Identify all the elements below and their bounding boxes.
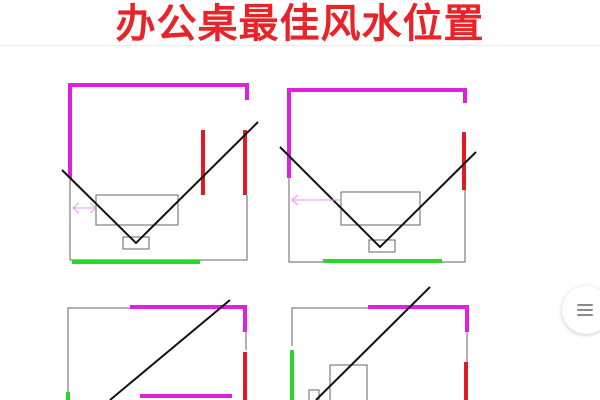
room-outline xyxy=(69,175,248,261)
menu-button[interactable] xyxy=(562,286,600,334)
chair xyxy=(368,239,396,253)
room-outline xyxy=(67,307,130,400)
menu-icon-bar xyxy=(577,309,593,311)
desk xyxy=(329,364,368,400)
title-divider xyxy=(0,45,600,46)
diagram-panel-3 xyxy=(66,299,247,400)
menu-icon-bar xyxy=(577,314,593,316)
arrow-head xyxy=(89,202,97,214)
magenta-wall xyxy=(130,305,247,332)
diagram-panel-2 xyxy=(279,88,477,263)
diagram-panel-1 xyxy=(61,83,259,264)
sight-lines xyxy=(61,121,259,245)
sight-lines xyxy=(279,146,477,249)
menu-icon-bar xyxy=(577,304,593,306)
sight-line xyxy=(315,286,431,400)
magenta-wall xyxy=(68,83,249,178)
magenta-wall xyxy=(287,88,467,178)
diagram-panel-4 xyxy=(290,286,469,400)
page-title: 办公桌最佳风水位置 xyxy=(115,1,485,47)
magenta-wall xyxy=(368,305,469,332)
sight-line xyxy=(109,299,231,400)
chair xyxy=(122,236,150,250)
desk xyxy=(95,194,179,226)
menu-icon xyxy=(577,304,593,316)
arrow-head xyxy=(72,202,80,214)
room-outline xyxy=(291,307,370,346)
arrow-head xyxy=(291,194,299,206)
